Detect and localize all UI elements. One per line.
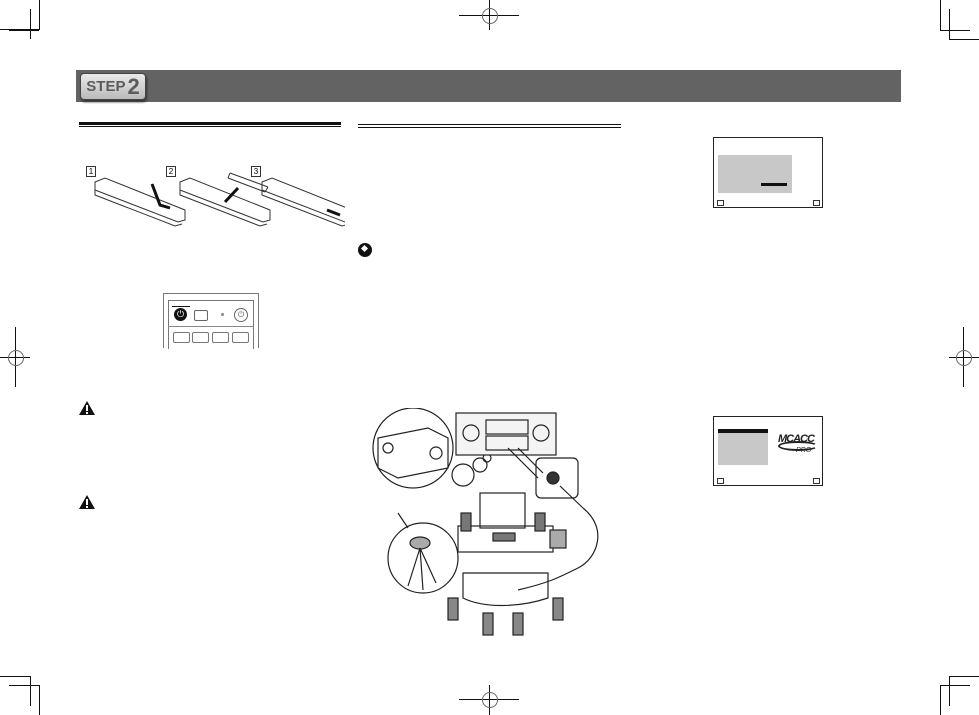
step-header-bar [76,70,901,102]
remote-closeup: ⏻ ⏻ [163,293,259,349]
crop-mark [940,685,941,715]
crop-mark [0,29,40,30]
step-number-box: 2 [166,166,176,177]
screen-icon-left [717,200,724,206]
crop-mark [9,685,39,686]
crop-mark [940,685,970,686]
indicator-dot-icon [221,313,224,316]
step-word: STEP [86,78,126,95]
crop-mark [940,30,970,31]
crop-mark [30,676,31,706]
warning-triangle-icon [79,495,95,509]
section-rule-middle [358,124,621,128]
crop-mark [949,9,950,39]
step-number-box: 3 [251,166,261,177]
crop-mark [949,676,950,706]
crop-mark [39,0,40,30]
screen-icon-right [813,200,820,206]
step-number-box: 1 [86,166,96,177]
section-rule-left [79,122,341,127]
crop-mark [949,676,979,677]
screen-icon-right [813,478,820,484]
power-button-icon: ⏻ [174,308,187,321]
remote-control-illustration [94,172,345,227]
screen-icon-left [717,478,724,484]
crop-mark [949,39,979,40]
important-note-icon [358,243,372,257]
input-button-icon [194,310,208,321]
step-badge: STEP 2 [80,73,146,100]
osd-screen-1 [713,137,823,208]
crop-mark [9,30,39,31]
crop-mark [39,685,40,715]
step-number: 2 [127,73,140,99]
mcacc-setup-microphone-diagram [372,408,599,636]
crop-mark [940,0,941,30]
receiver-power-icon: ⏻ [234,308,248,322]
crop-mark [0,676,30,677]
crop-mark [30,9,31,39]
warning-triangle-icon [79,401,95,415]
osd-screen-2: MCACC PRO [713,416,823,486]
mcacc-logo: MCACC PRO [778,431,818,457]
